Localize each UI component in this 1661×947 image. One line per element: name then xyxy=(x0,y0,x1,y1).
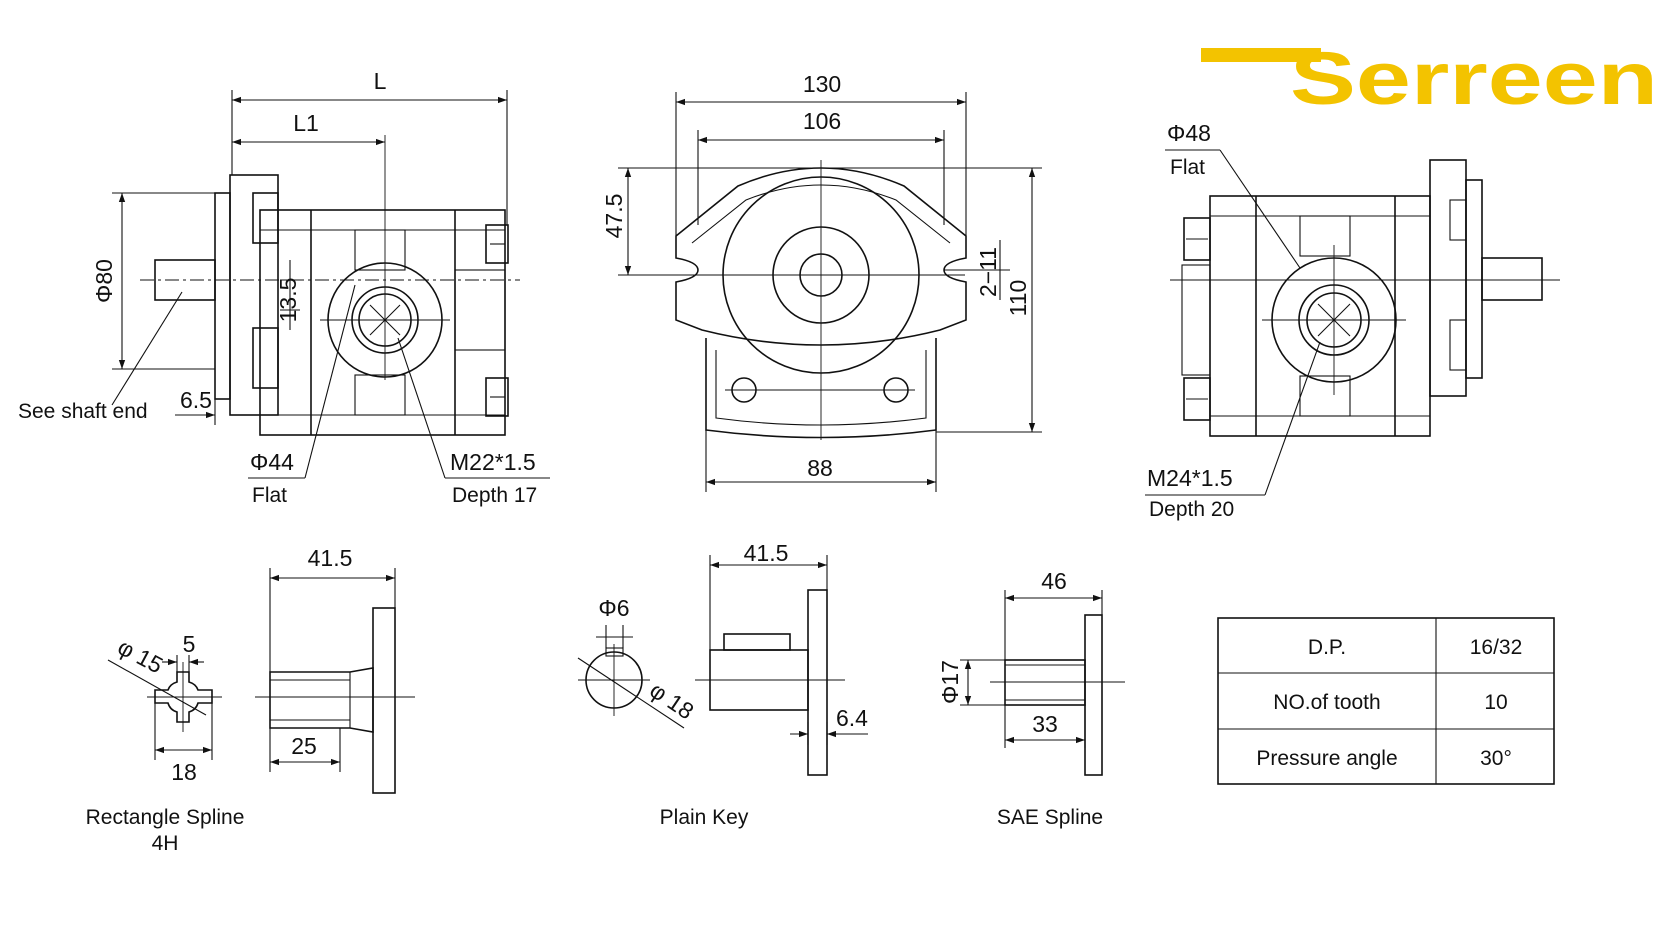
dim-phi48: Φ48 xyxy=(1167,120,1211,146)
flange-pilot xyxy=(214,192,231,400)
plain-key-title: Plain Key xyxy=(660,806,749,829)
sae-flange xyxy=(1084,614,1103,776)
table-row-label: Pressure angle xyxy=(1256,747,1397,770)
brand-logo: Serreen xyxy=(1201,37,1658,120)
flat-label-left: Flat xyxy=(252,484,287,507)
port-thread-right-label: M24*1.5 xyxy=(1147,465,1233,491)
bolt-head-top xyxy=(485,224,509,264)
dim-88: 88 xyxy=(807,455,833,481)
table-row-label: NO.of tooth xyxy=(1273,691,1380,714)
logo-bar xyxy=(1201,48,1321,62)
dim-106: 106 xyxy=(803,108,841,134)
spline-section xyxy=(154,671,213,723)
dim-phi18: φ 18 xyxy=(645,677,698,725)
dim-6-4: 6.4 xyxy=(836,705,868,731)
mounting-holes: 2−11 xyxy=(975,247,1001,297)
mounting-flange-right xyxy=(1429,159,1467,397)
dim-phi6: Φ6 xyxy=(598,595,629,621)
rectangle-spline-shaft: 5 φ 15 18 41.5 25 Rectangle Spline 4H xyxy=(86,545,415,855)
dim-33: 33 xyxy=(1032,711,1058,737)
dim-rect-length: 41.5 xyxy=(308,545,353,571)
dim-L1: L1 xyxy=(293,110,319,136)
front-flange xyxy=(675,167,967,346)
bolt-head-bottom-right xyxy=(1183,377,1211,421)
dim-25: 25 xyxy=(291,733,317,759)
shaft-right xyxy=(1481,257,1543,301)
key-flange xyxy=(807,589,828,776)
right-side-view: Φ48 Flat M24*1.5 Depth 20 xyxy=(1145,120,1560,521)
plain-key-shaft: Φ6 φ 18 41.5 6.4 Plain Key xyxy=(577,540,868,829)
table-row-value: 30° xyxy=(1480,747,1512,770)
dim-phi44: Φ44 xyxy=(250,449,294,475)
bolt-head-top-right xyxy=(1183,217,1211,261)
flat-label-right: Flat xyxy=(1170,156,1205,179)
sae-shaft-body xyxy=(1004,659,1086,706)
spline-flange xyxy=(372,607,396,794)
dim-phi80: Φ80 xyxy=(91,259,117,303)
left-side-view: L L1 Φ80 13.5 6.5 See shaft end Φ44 Flat… xyxy=(18,68,550,507)
dim-130: 130 xyxy=(803,71,841,97)
rect-spline-title: Rectangle Spline xyxy=(86,806,245,829)
sae-spline-title: SAE Spline xyxy=(997,806,1103,829)
dim-13-5: 13.5 xyxy=(275,278,301,323)
see-shaft-end-label: See shaft end xyxy=(18,400,148,423)
table-row-value: 16/32 xyxy=(1470,636,1523,659)
rect-spline-subtitle: 4H xyxy=(152,832,179,855)
port-thread-left: M22*1.5 xyxy=(450,449,536,475)
dim-key-length: 41.5 xyxy=(744,540,789,566)
pump-body-right xyxy=(1209,195,1431,437)
bolt-head-bottom xyxy=(485,377,509,417)
table-row-label: D.P. xyxy=(1308,636,1346,659)
table-frame xyxy=(1217,617,1555,785)
dim-phi17: Φ17 xyxy=(937,660,963,704)
mounting-flange xyxy=(229,174,279,416)
dim-L: L xyxy=(374,68,387,94)
dim-phi15: φ 15 xyxy=(114,633,168,678)
logo-text: Serreen xyxy=(1290,37,1658,120)
dim-18: 18 xyxy=(171,759,197,785)
dim-5: 5 xyxy=(183,631,196,657)
dim-sae-length: 46 xyxy=(1041,568,1067,594)
dim-6-5: 6.5 xyxy=(180,387,212,413)
plain-key xyxy=(723,633,791,651)
dim-110: 110 xyxy=(1005,280,1031,317)
port-depth-left: Depth 17 xyxy=(452,484,537,507)
sae-spline-shaft: 46 Φ17 33 SAE Spline xyxy=(937,568,1125,829)
spline-spec-table: D.P. 16/32 NO.of tooth 10 Pressure angle… xyxy=(1217,617,1555,785)
dim-47-5: 47.5 xyxy=(601,194,627,239)
spline-shaft-body xyxy=(269,667,374,733)
port-depth-right: Depth 20 xyxy=(1149,498,1234,521)
front-view: 130 106 47.5 110 2−11 88 xyxy=(601,71,1042,492)
table-row-value: 10 xyxy=(1484,691,1507,714)
